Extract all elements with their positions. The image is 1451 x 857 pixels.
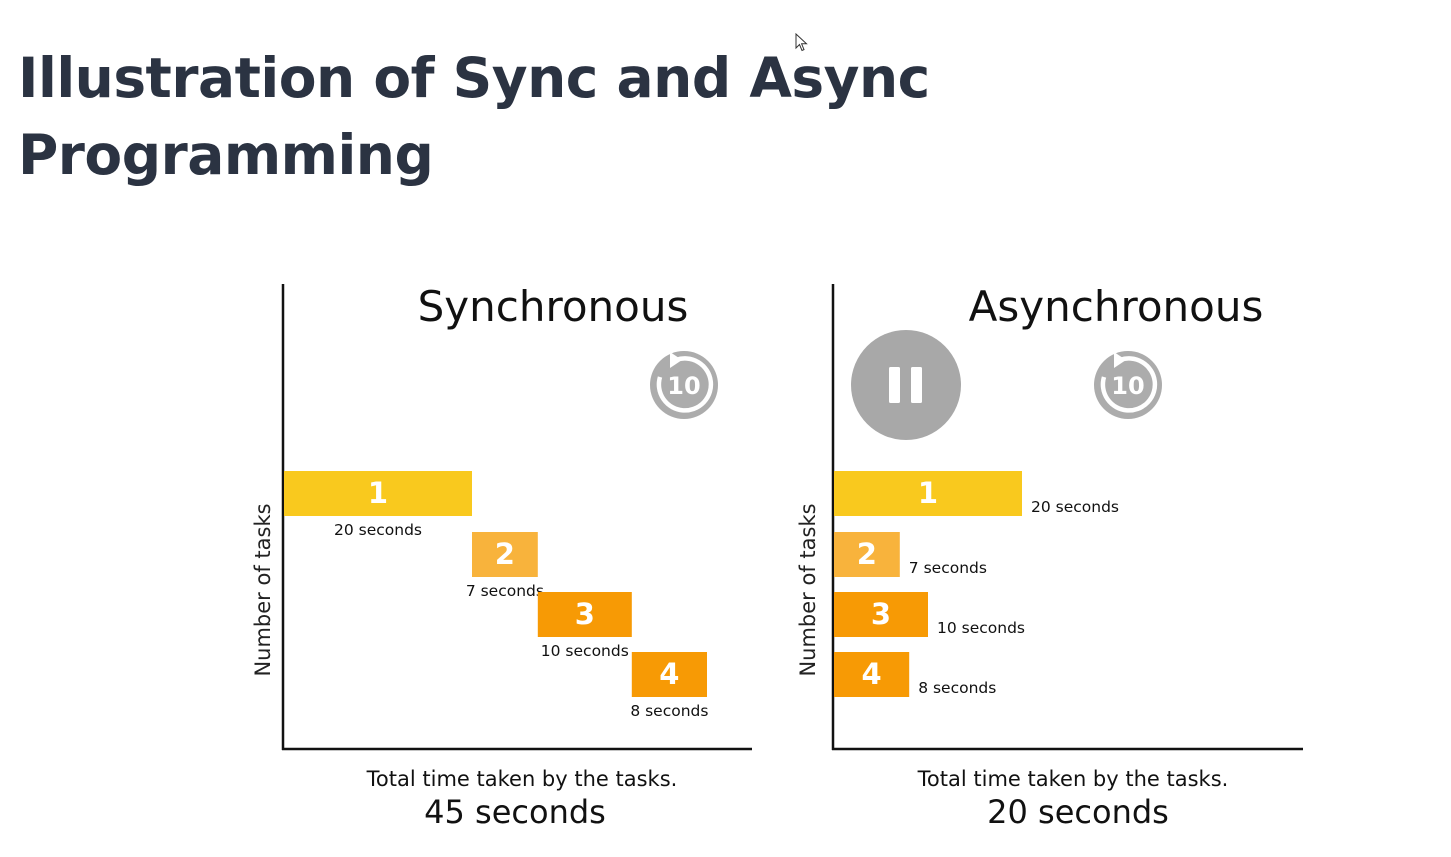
- task-number-label: 2: [857, 537, 877, 571]
- task-number-label: 3: [575, 597, 595, 631]
- chart-title-synchronous: Synchronous: [418, 282, 689, 331]
- bar-group-asynchronous: 1 20 seconds 2 7 seconds 3 10 seconds 4 8 secon…: [834, 471, 1119, 697]
- task-bar-1: [834, 471, 1022, 516]
- task-number-label: 1: [368, 476, 388, 510]
- replay-10-button-right[interactable]: 10: [1094, 351, 1162, 419]
- replay-arrow-icon: [670, 352, 682, 368]
- task-number-label: 2: [495, 537, 515, 571]
- y-axis-label-synchronous: Number of tasks: [251, 503, 275, 676]
- replay-10-label: 10: [1111, 372, 1144, 400]
- pause-icon: [889, 367, 922, 403]
- page-title-line-1: Illustration of Sync and Async: [18, 46, 930, 110]
- task-duration-label: 8 seconds: [918, 679, 996, 697]
- bar-group-synchronous: 1 20 seconds 2 7 seconds 3 10 seconds 4 8 secon…: [284, 471, 708, 720]
- mouse-cursor-icon: [795, 33, 808, 52]
- y-axis-label-asynchronous: Number of tasks: [796, 503, 820, 676]
- task-duration-label: 10 seconds: [937, 619, 1025, 637]
- chart-asynchronous: Asynchronous Number of tasks 1 20 seconds…: [796, 282, 1303, 831]
- task-number-label: 4: [862, 657, 882, 691]
- replay-10-icon: [656, 356, 714, 413]
- page-title: Illustration of Sync and Async Programmi…: [18, 40, 1018, 194]
- caption-asynchronous: Total time taken by the tasks.: [917, 767, 1229, 791]
- replay-10-label: 10: [667, 372, 700, 400]
- task-bar-2: [834, 532, 900, 577]
- task-bar-1: [284, 471, 472, 516]
- task-duration-label: 10 seconds: [541, 642, 629, 660]
- task-bar-3: [834, 592, 928, 637]
- page-title-line-2: Programming: [18, 123, 434, 187]
- task-duration-label: 7 seconds: [909, 559, 987, 577]
- task-duration-label: 7 seconds: [466, 582, 544, 600]
- task-number-label: 1: [918, 476, 938, 510]
- task-duration-label: 20 seconds: [334, 521, 422, 539]
- task-number-label: 4: [659, 657, 679, 691]
- task-duration-label: 20 seconds: [1031, 498, 1119, 516]
- pause-button[interactable]: [851, 330, 961, 440]
- total-time-asynchronous: 20 seconds: [987, 793, 1169, 831]
- chart-synchronous: Synchronous Number of tasks 1 20 seconds 2…: [251, 282, 752, 831]
- task-number-label: 3: [871, 597, 891, 631]
- replay-10-button-left[interactable]: 10: [650, 351, 718, 419]
- task-bar-2: [472, 532, 538, 577]
- chart-title-asynchronous: Asynchronous: [969, 282, 1264, 331]
- caption-synchronous: Total time taken by the tasks.: [366, 767, 678, 791]
- task-bar-4: [834, 652, 910, 697]
- task-bar-4: [631, 652, 707, 697]
- replay-arrow-icon: [1114, 352, 1126, 368]
- task-bar-3: [537, 592, 632, 637]
- replay-10-icon: [1100, 356, 1158, 413]
- total-time-synchronous: 45 seconds: [424, 793, 606, 831]
- task-duration-label: 8 seconds: [630, 702, 708, 720]
